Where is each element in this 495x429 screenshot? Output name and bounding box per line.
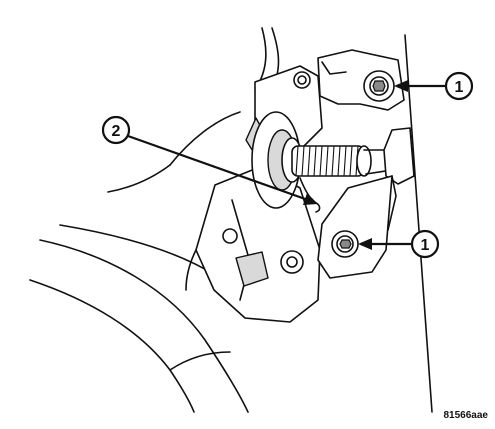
- callout-lower: 1: [358, 229, 440, 259]
- callout-label-upper: 1: [455, 79, 464, 96]
- callout-upper: 1: [394, 71, 474, 101]
- coil-spring: [291, 145, 393, 177]
- body-panel: [404, 34, 433, 413]
- door-frame: [29, 224, 249, 413]
- fastener-lower: [331, 230, 359, 258]
- callout-label-lower: 1: [421, 237, 430, 254]
- callout-spring: 2: [101, 115, 318, 205]
- fastener-upper: [363, 70, 395, 102]
- figure-id: 81566aae: [444, 410, 489, 421]
- callout-label-spring: 2: [112, 123, 121, 140]
- hinge-arm: [185, 65, 323, 323]
